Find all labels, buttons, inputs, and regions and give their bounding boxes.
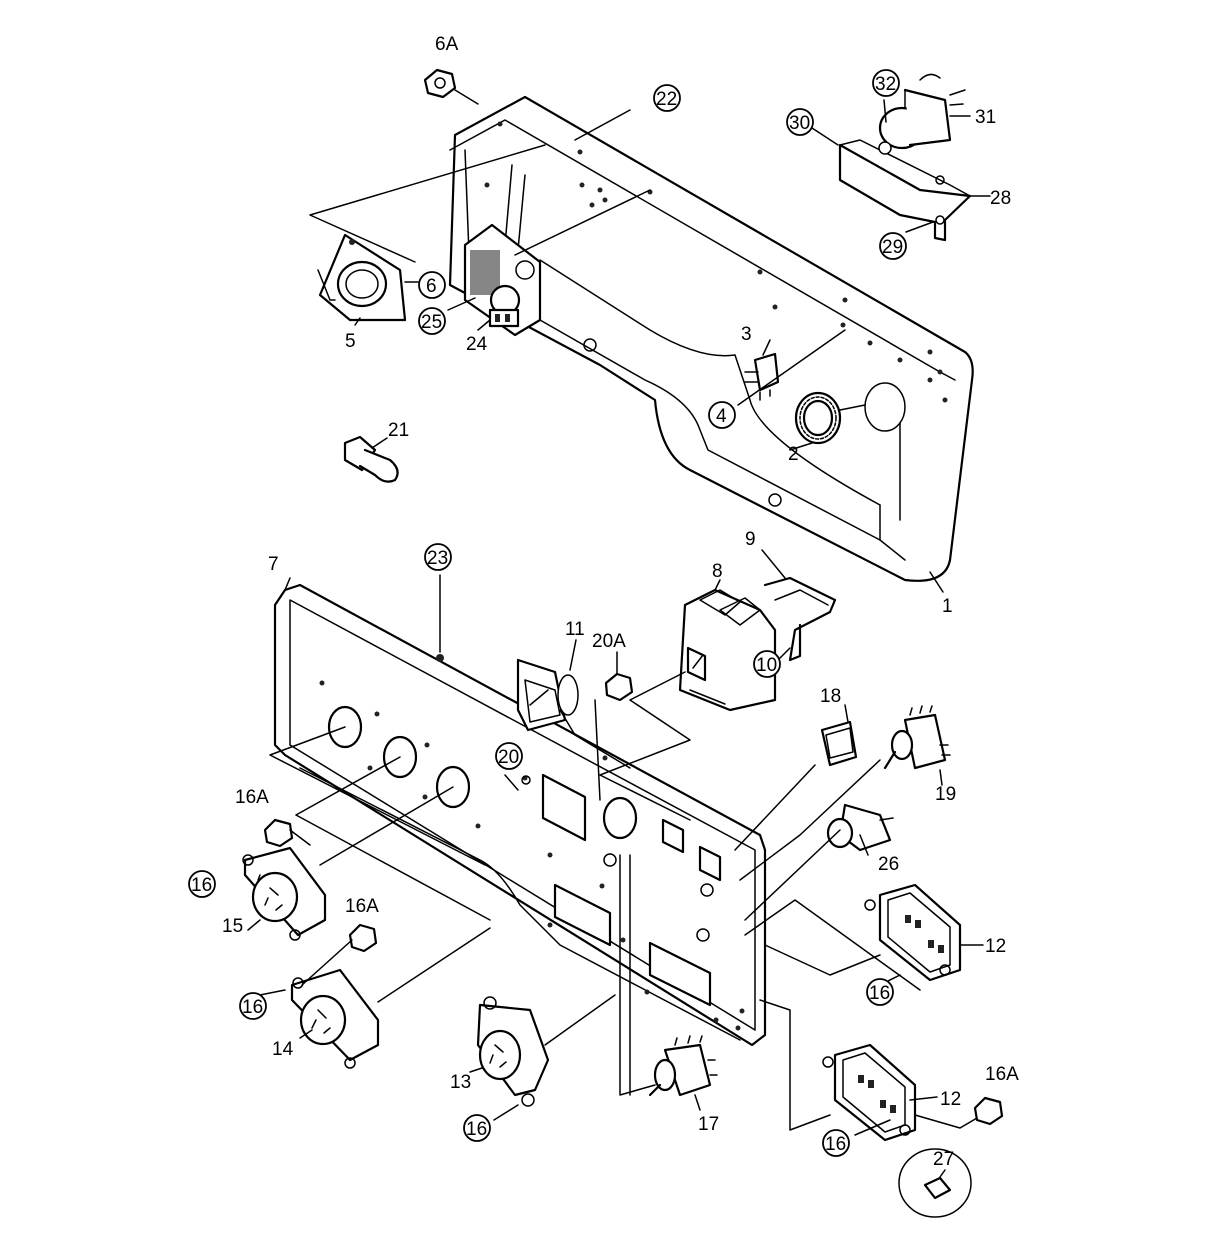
label-29: 29 (882, 237, 903, 258)
label-4: 4 (716, 406, 727, 427)
label-21: 21 (388, 420, 409, 441)
label-16-c: 16 (242, 997, 263, 1018)
label-15: 15 (222, 916, 243, 937)
label-28: 28 (990, 188, 1011, 209)
label-12-lower: 12 (940, 1089, 961, 1110)
label-7: 7 (268, 554, 279, 575)
label-32: 32 (875, 74, 896, 95)
label-20: 20 (498, 747, 519, 768)
label-17: 17 (698, 1114, 719, 1135)
nut-16A-top (263, 818, 294, 848)
circuit-breaker-8 (678, 576, 837, 712)
grommet-2 (794, 391, 842, 445)
part-labels: 6A 22 32 30 31 28 29 6 25 5 24 3 4 2 21 … (188, 34, 1019, 1170)
label-9: 9 (745, 529, 756, 550)
toggle-switch-17 (648, 1035, 718, 1097)
label-14: 14 (272, 1039, 294, 1060)
label-25: 25 (421, 312, 442, 333)
label-18: 18 (820, 686, 841, 707)
label-16-b: 16 (869, 983, 890, 1004)
control-box-housing (448, 95, 974, 582)
terminal-3 (744, 352, 780, 401)
receptacle-13 (476, 996, 550, 1107)
toggle-switch-19 (883, 705, 951, 770)
label-13: 13 (450, 1072, 471, 1093)
label-23: 23 (427, 548, 448, 569)
label-1: 1 (942, 596, 953, 617)
nut-20A (604, 672, 634, 702)
rocker-switch-18-face (825, 727, 854, 759)
label-22: 22 (656, 89, 677, 110)
label-2: 2 (788, 444, 799, 465)
label-6A: 6A (435, 34, 459, 55)
label-27: 27 (933, 1149, 954, 1170)
fuse-27 (898, 1148, 972, 1218)
label-16A-top: 16A (235, 787, 269, 808)
label-31: 31 (975, 107, 996, 128)
receptacle-14 (290, 968, 380, 1069)
grommet-20 (521, 775, 531, 785)
label-12-upper: 12 (985, 936, 1006, 957)
receptacle-15 (242, 846, 327, 941)
label-19: 19 (935, 784, 956, 805)
duplex-receptacle-12-upper (864, 883, 962, 982)
push-button-26 (826, 803, 894, 852)
label-16-d: 16 (466, 1119, 487, 1140)
label-10: 10 (756, 655, 777, 676)
nut-16A-mid (348, 923, 378, 953)
bulb-21 (343, 435, 399, 483)
label-3: 3 (741, 324, 752, 345)
label-5: 5 (345, 331, 356, 352)
label-6: 6 (426, 276, 437, 297)
nut-6A (423, 68, 479, 105)
bracket-assembly (838, 73, 972, 242)
label-16-a: 16 (191, 875, 212, 896)
label-8: 8 (712, 561, 723, 582)
rocker-switch-18 (820, 720, 858, 767)
label-16A-right: 16A (985, 1064, 1019, 1085)
lamp-socket-part (317, 233, 407, 322)
assembly-leader-lines (247, 99, 991, 1178)
label-16A-mid: 16A (345, 896, 379, 917)
label-24: 24 (466, 334, 488, 355)
label-30: 30 (789, 113, 810, 134)
meter-11 (516, 658, 579, 732)
label-11: 11 (565, 619, 585, 640)
hour-meter-part (463, 223, 542, 337)
label-16-e: 16 (825, 1134, 846, 1155)
label-20A: 20A (592, 631, 626, 652)
label-26: 26 (878, 854, 899, 875)
duplex-receptacle-12-lower (822, 1043, 917, 1142)
nut-16A-right (973, 1096, 1004, 1126)
